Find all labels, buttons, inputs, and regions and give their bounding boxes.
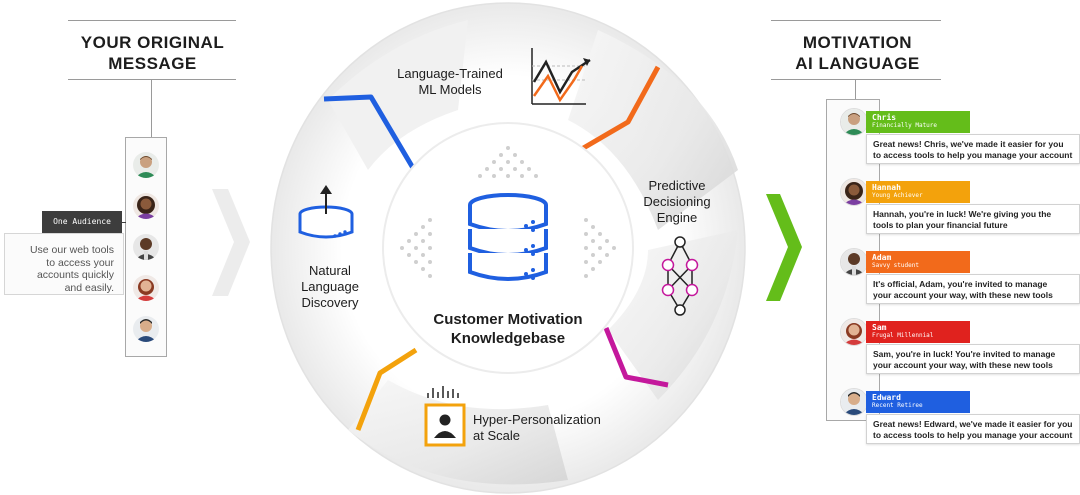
avatar	[840, 318, 868, 346]
original-message: Use our web tools to access your account…	[4, 233, 124, 295]
avatar	[840, 248, 868, 276]
label-line: Natural	[309, 263, 351, 278]
label-line: Discovery	[301, 295, 359, 310]
original-message-line: Use our web tools	[29, 244, 114, 256]
persona-name: Adam	[872, 253, 892, 262]
persona-tag: Hannah Young Achiever	[866, 181, 970, 203]
original-message-line: accounts quickly	[36, 269, 114, 281]
label-hyper-personalization: Hyper-Personalization at Scale	[473, 412, 633, 444]
message-line: Hannah, you're in luck! We're giving you…	[873, 209, 1052, 219]
avatar	[133, 152, 159, 178]
right-title-rule-bottom	[771, 79, 941, 80]
left-title-rule-bottom	[68, 79, 236, 80]
message-line: It's official, Adam, you're invited to m…	[873, 279, 1048, 289]
original-message-line: to access your	[46, 256, 114, 269]
avatar	[840, 108, 868, 136]
label-line: Predictive	[648, 178, 706, 193]
separator-orange	[578, 65, 661, 153]
left-title: YOUR ORIGINAL MESSAGE	[60, 32, 245, 74]
persona-name: Edward	[872, 393, 901, 402]
persona-subtitle: Recent Retiree	[872, 402, 923, 409]
message-line: tools to plan your financial future	[873, 219, 1008, 230]
label-decisioning-engine: Predictive Decisioning Engine	[622, 178, 732, 226]
persona-message: Hannah, you're in luck! We're giving you…	[866, 204, 1080, 234]
user-profile-icon	[424, 386, 466, 447]
label-line: Decisioning	[643, 194, 711, 209]
left-title-rule-top	[68, 20, 236, 21]
persona-tag: Adam Savvy student	[866, 251, 970, 273]
label-line: Knowledgebase	[450, 330, 566, 347]
database-icon	[468, 193, 548, 281]
process-wheel	[270, 2, 746, 494]
label-line: Language	[301, 279, 359, 294]
avatar	[133, 275, 159, 301]
line-chart-icon	[531, 48, 591, 105]
right-title-line1: MOTIVATION	[802, 33, 913, 52]
right-title-rule-top	[771, 20, 941, 21]
dots-left	[400, 218, 432, 278]
persona-subtitle: Frugal Millennial	[872, 332, 934, 339]
persona-name: Hannah	[872, 183, 901, 192]
right-title: MOTIVATION AI LANGUAGE	[765, 32, 950, 74]
original-message-line: and easily.	[64, 281, 114, 294]
original-audience-avatars	[125, 137, 167, 357]
input-chevron-icon	[212, 189, 250, 296]
label-language-discovery: Natural Language Discovery	[290, 263, 370, 311]
dots-right	[584, 218, 616, 278]
separator-magenta	[603, 327, 669, 388]
dots-up	[478, 146, 538, 178]
persona-tag: Chris Financially Mature	[866, 111, 970, 133]
segment-right	[608, 230, 738, 400]
label-line: Language-Trained	[397, 66, 503, 81]
message-line: Great news! Chris, we've made it easier …	[873, 139, 1064, 149]
right-title-line2: AI LANGUAGE	[795, 54, 920, 73]
avatar	[133, 316, 159, 342]
persona-subtitle: Savvy student	[872, 262, 919, 269]
persona-subtitle: Young Achiever	[872, 192, 923, 199]
persona-message: It's official, Adam, you're invited to m…	[866, 274, 1080, 304]
left-connector	[151, 79, 152, 137]
label-line: Customer Motivation	[433, 311, 583, 328]
message-line: Great news! Edward, we've made it easier…	[873, 419, 1073, 429]
avatar	[133, 193, 159, 219]
label-line: Hyper-Personalization	[473, 412, 601, 427]
persona-message: Great news! Chris, we've made it easier …	[866, 134, 1080, 164]
left-title-line1: YOUR ORIGINAL	[80, 33, 225, 52]
label-line: ML Models	[418, 82, 482, 97]
segment-top-left	[328, 20, 468, 170]
persona-tag: Edward Recent Retiree	[866, 391, 970, 413]
avatar	[133, 234, 159, 260]
persona-tag: Sam Frugal Millennial	[866, 321, 970, 343]
upload-disc-icon	[298, 185, 354, 239]
message-line: to access tools to help you manage your …	[873, 149, 1073, 160]
persona-subtitle: Financially Mature	[872, 122, 938, 129]
message-line: to access tools to help you manage your …	[873, 429, 1073, 440]
right-connector	[855, 79, 856, 99]
neural-network-icon	[661, 236, 699, 316]
avatar	[840, 178, 868, 206]
persona-name: Sam	[872, 323, 887, 332]
message-line: your account your way, with these new to…	[873, 289, 1053, 300]
label-line: at Scale	[473, 428, 520, 443]
label-customer-knowledgebase: Customer Motivation Knowledgebase	[413, 310, 603, 348]
left-title-line2: MESSAGE	[108, 54, 197, 73]
message-line: Sam, you're in luck! You're invited to m…	[873, 349, 1056, 359]
separator-yellow	[355, 347, 418, 431]
message-line: your account your way, with these new to…	[873, 359, 1053, 370]
one-audience-tag: One Audience	[42, 211, 122, 233]
persona-message: Great news! Edward, we've made it easier…	[866, 414, 1080, 444]
output-chevron-icon	[766, 194, 802, 301]
label-line: Engine	[656, 210, 698, 225]
center-dot-arrows	[400, 146, 616, 278]
separator-blue	[323, 94, 416, 170]
avatar	[840, 388, 868, 416]
audience-connector	[122, 222, 126, 223]
label-ml-models: Language-Trained ML Models	[380, 66, 520, 98]
persona-name: Chris	[872, 113, 897, 122]
segment-top-right	[568, 30, 738, 230]
persona-message: Sam, you're in luck! You're invited to m…	[866, 344, 1080, 374]
